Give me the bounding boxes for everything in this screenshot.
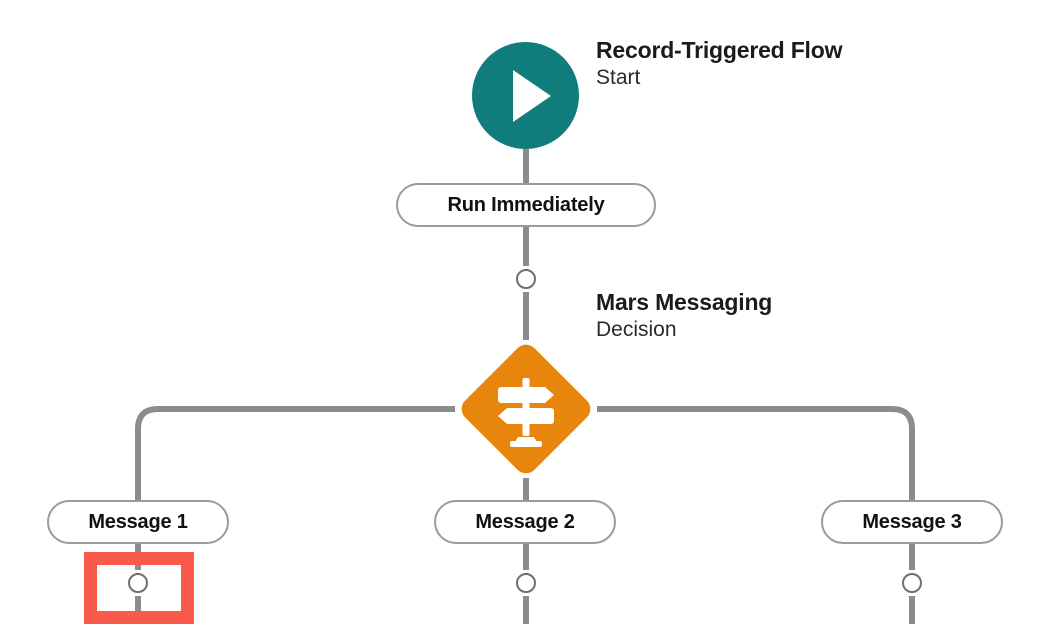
add-element-connector-message-1[interactable] <box>128 573 148 593</box>
branch-pill-message-2[interactable]: Message 2 <box>434 500 616 544</box>
start-node-label: Record-Triggered Flow Start <box>596 36 842 91</box>
add-element-connector-message-2[interactable] <box>516 573 536 593</box>
start-node-title: Record-Triggered Flow <box>596 37 843 63</box>
decision-node-label: Mars Messaging Decision <box>596 288 772 343</box>
branch-pill-message-1[interactable]: Message 1 <box>47 500 229 544</box>
play-triangle-icon <box>513 70 551 122</box>
selection-highlight-box <box>84 552 194 624</box>
add-element-connector-message-3[interactable] <box>902 573 922 593</box>
decision-node-subtitle: Decision <box>596 318 677 341</box>
start-node-subtitle: Start <box>596 66 641 89</box>
start-node[interactable] <box>472 42 579 149</box>
add-element-connector-start-decision[interactable] <box>516 269 536 289</box>
wire-decision-to-message-1 <box>135 406 455 500</box>
decision-node-title: Mars Messaging <box>596 289 773 315</box>
schedule-pill-run-immediately[interactable]: Run Immediately <box>396 183 656 227</box>
wire-decision-to-message-3 <box>597 406 915 500</box>
branch-pill-message-3[interactable]: Message 3 <box>821 500 1003 544</box>
